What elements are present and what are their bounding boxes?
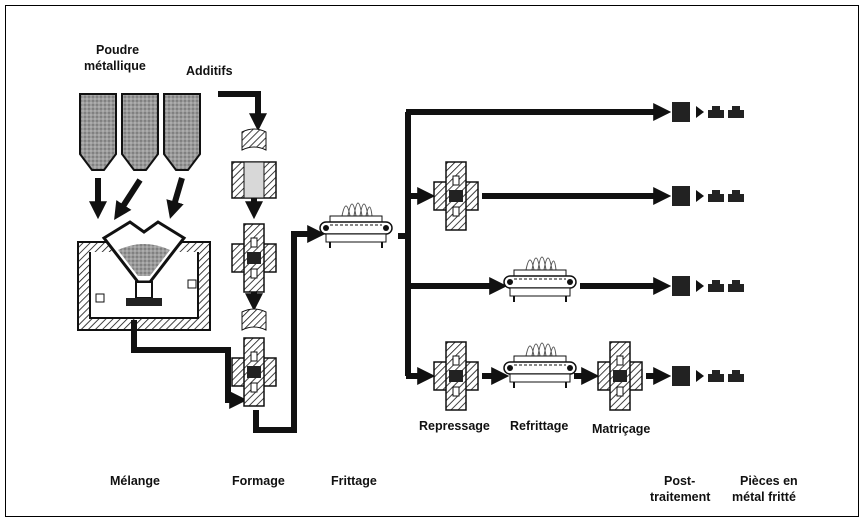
post-treatment-label-line2: traitement bbox=[650, 490, 711, 504]
resintering-oven-route4 bbox=[503, 342, 577, 389]
mixer-to-forming-arrow bbox=[131, 320, 248, 409]
forming-to-sintering-arrow bbox=[253, 225, 326, 433]
hopper-arrows bbox=[89, 177, 185, 221]
post-treatment-label-line1: Post- bbox=[664, 474, 696, 488]
sizing-label: Matriçage bbox=[592, 422, 651, 436]
distribution-lines bbox=[398, 103, 672, 385]
post-treatment-blocks bbox=[672, 102, 690, 386]
parts-label-line1: Pièces en bbox=[740, 474, 798, 488]
additives-label: Additifs bbox=[186, 64, 233, 78]
repressing-press-route2 bbox=[433, 161, 479, 231]
forming-presses bbox=[231, 128, 277, 407]
resintering-oven-route3 bbox=[503, 256, 577, 303]
repressing-press-route4 bbox=[433, 341, 479, 411]
powder-label-line1: Poudre bbox=[96, 43, 140, 57]
forming-label: Formage bbox=[232, 474, 285, 488]
resintering-label: Refrittage bbox=[510, 419, 569, 433]
powder-hoppers bbox=[79, 93, 201, 171]
repressing-label: Repressage bbox=[419, 419, 490, 433]
parts-label-line2: métal fritté bbox=[732, 490, 796, 504]
sintering-oven bbox=[319, 202, 393, 249]
mixing-label: Mélange bbox=[110, 474, 161, 488]
mixer bbox=[77, 220, 211, 331]
sizing-press bbox=[597, 341, 643, 411]
finished-parts bbox=[696, 106, 744, 382]
diagram-frame bbox=[5, 5, 859, 517]
powder-label-line2: métallique bbox=[84, 59, 146, 73]
sintering-label: Frittage bbox=[331, 474, 377, 488]
additives-arrow bbox=[218, 91, 267, 132]
